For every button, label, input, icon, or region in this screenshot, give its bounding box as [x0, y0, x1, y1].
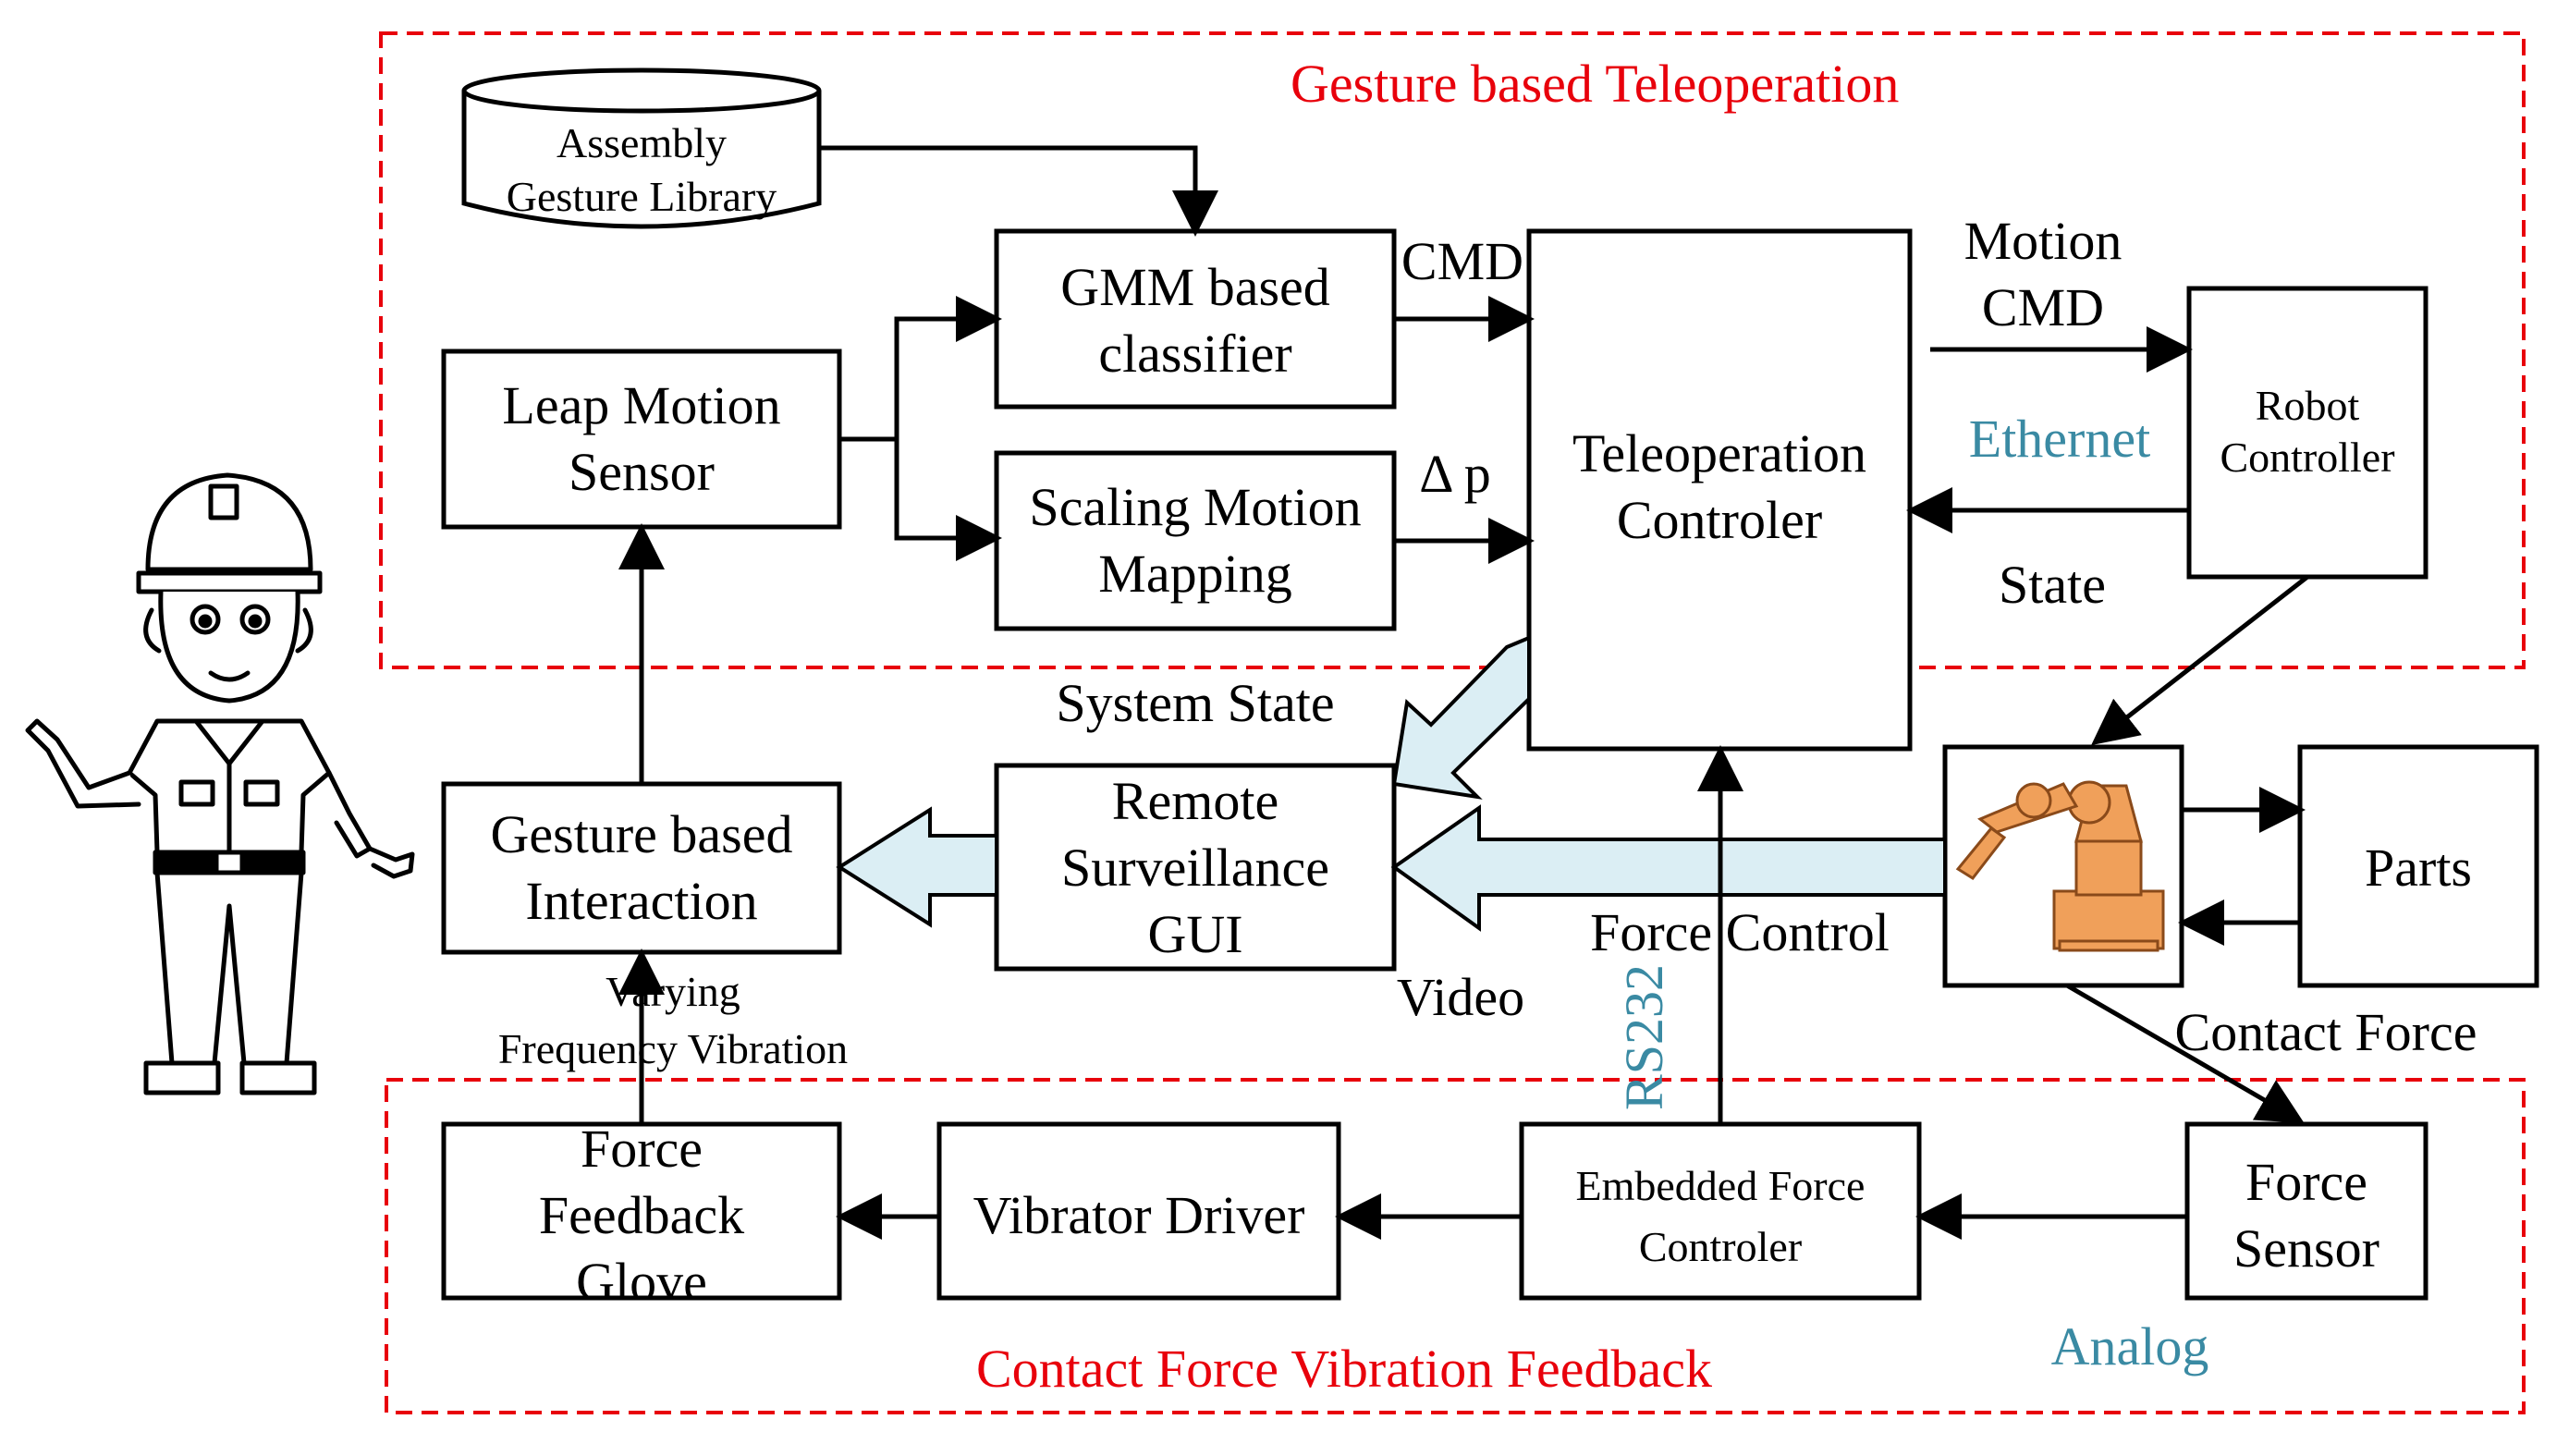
varying-label-2: Frequency Vibration	[498, 1025, 848, 1072]
force-control-label: Force Control	[1590, 902, 1890, 962]
scaling-motion-mapping-block: Scaling Motion Mapping	[994, 450, 1397, 631]
assembly-gesture-library: Assembly Gesture Library	[461, 67, 822, 229]
svg-text:Gesture based: Gesture based	[491, 804, 793, 864]
svg-text:Controler: Controler	[1639, 1223, 1802, 1270]
contact-force-label: Contact Force	[2175, 1002, 2477, 1062]
svg-text:Glove: Glove	[576, 1252, 707, 1312]
ethernet-label: Ethernet	[1969, 409, 2150, 469]
parts-block: Parts	[2297, 744, 2539, 988]
svg-text:Leap Motion: Leap Motion	[502, 375, 780, 435]
svg-text:Assembly: Assembly	[557, 119, 727, 166]
svg-text:Robot: Robot	[2256, 382, 2360, 429]
state-label: State	[1999, 555, 2106, 615]
rs232-label: RS232	[1614, 964, 1674, 1110]
motion-cmd-label-1: Motion	[1964, 211, 2122, 271]
varying-label-1: Varying	[606, 968, 740, 1015]
svg-text:Embedded Force: Embedded Force	[1576, 1162, 1866, 1209]
svg-text:Mapping: Mapping	[1098, 544, 1291, 604]
video-label: Video	[1397, 967, 1524, 1027]
system-state-arrow	[1391, 635, 1531, 800]
database-icon	[461, 91, 822, 229]
leap-motion-sensor-block: Leap Motion Sensor	[441, 349, 842, 530]
teleoperation-controller-block: Teleoperation Controler	[1526, 228, 1913, 752]
svg-text:Sensor: Sensor	[569, 442, 715, 502]
svg-text:Surveillance: Surveillance	[1061, 838, 1329, 898]
svg-text:Gesture Library: Gesture Library	[507, 173, 777, 220]
worker-icon	[25, 472, 415, 1095]
gesture-interaction-block: Gesture based Interaction	[441, 781, 842, 955]
cmd-label: CMD	[1401, 231, 1523, 291]
analog-label: Analog	[2051, 1316, 2209, 1376]
motion-cmd-label-2: CMD	[1982, 277, 2104, 337]
delta-p-label: Δ p	[1419, 444, 1491, 504]
svg-text:Teleoperation: Teleoperation	[1572, 423, 1866, 483]
gui-to-interaction-arrow	[836, 806, 998, 928]
svg-text:GMM based: GMM based	[1060, 257, 1330, 317]
video-arrow	[1390, 804, 1947, 932]
force-feedback-glove-block: Force Feedback Glove	[441, 1119, 842, 1312]
embedded-force-controller-block: Embedded Force Controler	[1519, 1121, 1922, 1301]
svg-text:Force: Force	[581, 1119, 703, 1179]
svg-text:Force: Force	[2245, 1152, 2367, 1212]
svg-text:Vibrator Driver: Vibrator Driver	[973, 1185, 1305, 1245]
remote-surveillance-gui-block: Remote Surveillance GUI	[994, 763, 1397, 972]
robot-arm-block	[1942, 744, 2184, 988]
svg-text:Parts: Parts	[2365, 838, 2472, 898]
svg-text:classifier: classifier	[1098, 324, 1291, 384]
gesture-teleoperation-title: Gesture based Teleoperation	[1291, 54, 1899, 114]
svg-text:Sensor: Sensor	[2233, 1218, 2379, 1279]
gmm-classifier-block: GMM based classifier	[994, 228, 1397, 410]
svg-text:Scaling Motion: Scaling Motion	[1029, 477, 1361, 537]
svg-text:GUI: GUI	[1147, 904, 1242, 964]
svg-text:Controler: Controler	[1617, 490, 1822, 550]
robot-arm-icon	[1955, 780, 2165, 952]
system-state-label: System State	[1056, 673, 1334, 733]
force-sensor-block: Force Sensor	[2184, 1121, 2428, 1301]
contact-force-feedback-region	[385, 1078, 2526, 1414]
svg-text:Remote: Remote	[1112, 771, 1278, 831]
robot-controller-block: Robot Controller	[2186, 286, 2428, 580]
svg-text:Interaction: Interaction	[525, 871, 757, 931]
contact-force-feedback-title: Contact Force Vibration Feedback	[976, 1339, 1712, 1399]
svg-text:Controller: Controller	[2220, 434, 2394, 481]
gesture-teleoperation-region	[379, 31, 2526, 669]
svg-text:Feedback: Feedback	[539, 1185, 744, 1245]
vibrator-driver-block: Vibrator Driver	[936, 1121, 1341, 1301]
